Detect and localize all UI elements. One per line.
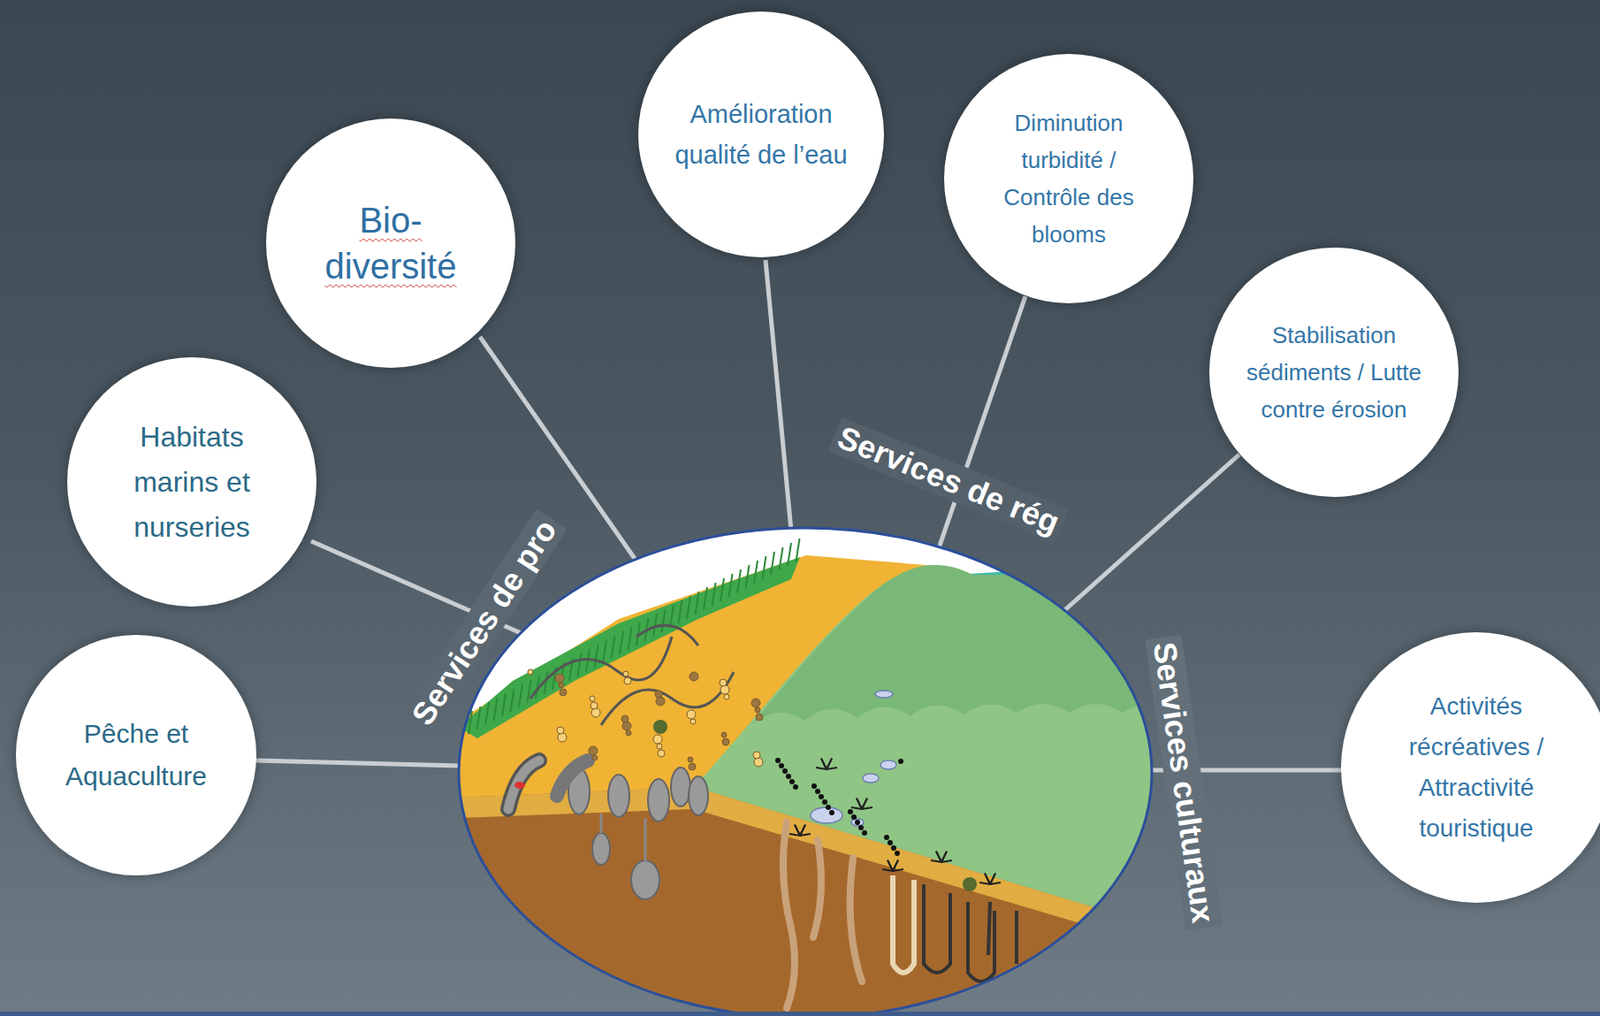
service-circle: Diminution turbidité / Contrôle des bloo… — [944, 53, 1194, 304]
service-circle: Pêche et Aquaculture — [15, 634, 257, 876]
service-label: Habitats marins et nurseries — [103, 414, 281, 550]
service-label: Stabilisation sédiments / Lutte contre é… — [1245, 316, 1423, 428]
service-label: Diminution turbidité / Contrôle des bloo… — [980, 104, 1158, 253]
service-label: Activités récréatives / Attractivité tou… — [1379, 685, 1574, 849]
service-category: Services culturaux — [1144, 634, 1223, 931]
service-circle: Bio- diversité — [266, 118, 516, 368]
coastal-scene — [441, 521, 1167, 1016]
service-label: Pêche et Aquaculture — [34, 712, 238, 798]
service-circle: Amélioration qualité de l’eau — [638, 11, 884, 258]
service-circle: Activités récréatives / Attractivité tou… — [1340, 632, 1600, 904]
service-circle: Habitats marins et nurseries — [67, 357, 317, 607]
service-label: Amélioration qualité de l’eau — [672, 93, 850, 176]
service-circle: Stabilisation sédiments / Lutte contre é… — [1209, 247, 1459, 497]
service-label: Bio- diversité — [306, 197, 475, 290]
